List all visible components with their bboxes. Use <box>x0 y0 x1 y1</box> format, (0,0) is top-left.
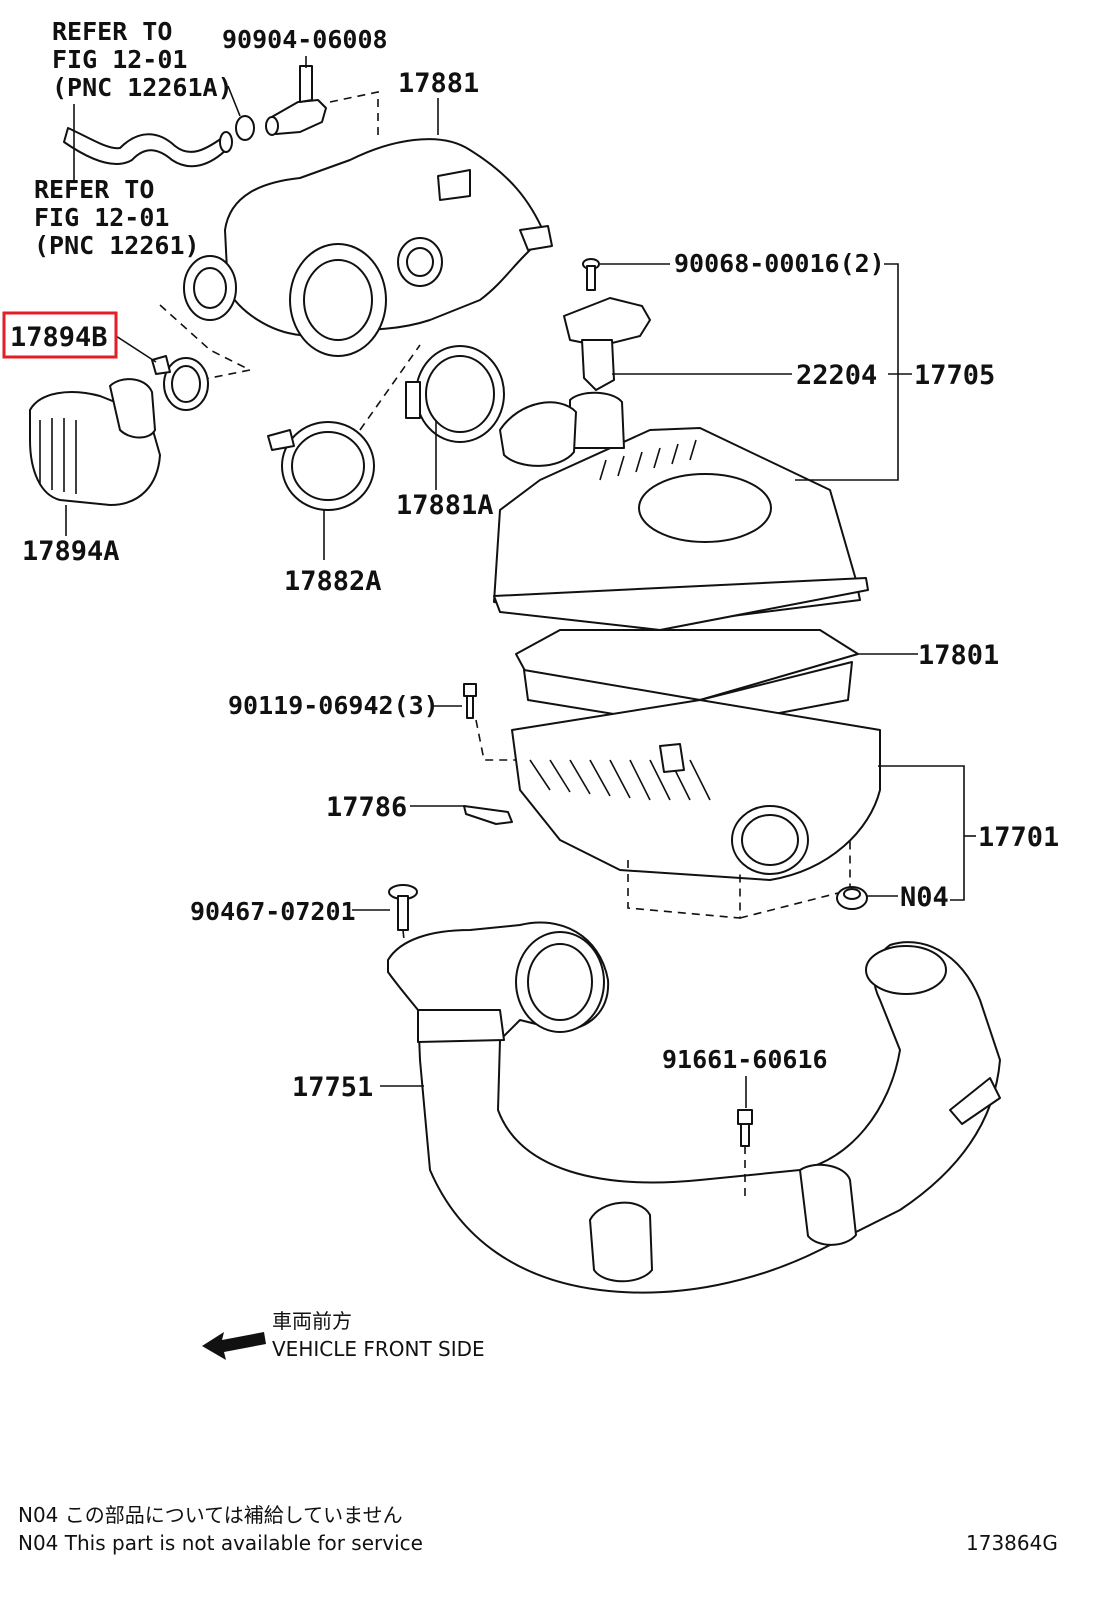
part-label-17751[interactable]: 17751 <box>292 1072 373 1103</box>
air-cleaner-cap-drawing <box>493 391 869 631</box>
intake-hose-17751-drawing <box>387 921 1001 1294</box>
clamp-17881A-drawing <box>405 345 505 443</box>
refer-note-top: REFER TO FIG 12-01 (PNC 12261A) <box>52 17 233 102</box>
refer-note-mid: REFER TO FIG 12-01 (PNC 12261) <box>34 175 200 260</box>
part-label-17881[interactable]: 17881 <box>398 68 479 99</box>
direction-label-jp: 車両前方 <box>272 1309 352 1333</box>
resonator-17894A-drawing <box>29 378 161 506</box>
clamp-17882A-drawing <box>267 421 375 511</box>
vehicle-front-arrow <box>202 1332 266 1360</box>
part-label-90119-06942[interactable]: 90119-06942(3) <box>228 691 439 720</box>
pcv-valve-drawing <box>265 65 327 136</box>
part-label-17894A[interactable]: 17894A <box>22 536 120 567</box>
breather-hose-drawing <box>63 127 233 168</box>
part-label-22204[interactable]: 22204 <box>796 360 877 391</box>
part-label-17701[interactable]: 17701 <box>978 822 1059 853</box>
intake-hose-17881-drawing <box>183 138 553 357</box>
part-label-17882A[interactable]: 17882A <box>284 566 382 597</box>
part-label-90068-00016[interactable]: 90068-00016(2) <box>674 249 885 278</box>
refer-mid-line-1: REFER TO <box>34 175 154 204</box>
bolt-91661-drawing <box>737 1109 753 1147</box>
air-flow-meter-22204-drawing <box>563 297 651 391</box>
refer-mid-line-2: FIG 12-01 <box>34 203 169 232</box>
part-label-N04[interactable]: N04 <box>900 882 949 913</box>
part-label-91661-60616[interactable]: 91661-60616 <box>662 1045 828 1074</box>
diagram-id: 173864G <box>966 1531 1058 1555</box>
part-label-90467-07201[interactable]: 90467-07201 <box>190 897 356 926</box>
screw-90467-drawing <box>388 884 418 931</box>
part-label-17801[interactable]: 17801 <box>918 640 999 671</box>
part-label-17881A[interactable]: 17881A <box>396 490 494 521</box>
air-cleaner-case-17701-drawing <box>511 699 881 881</box>
refer-mid-line-3: (PNC 12261) <box>34 231 200 260</box>
refer-top-line-3: (PNC 12261A) <box>52 73 233 102</box>
screw-90068-drawing <box>582 258 600 291</box>
part-label-17894B[interactable]: 17894B <box>10 322 108 353</box>
clamp-17894B-drawing <box>151 355 209 411</box>
part-label-90904-06008[interactable]: 90904-06008 <box>222 25 388 54</box>
grommet-N04-drawing <box>836 886 868 910</box>
hose-clip-drawing <box>227 85 255 141</box>
refer-top-line-1: REFER TO <box>52 17 172 46</box>
part-label-17786[interactable]: 17786 <box>326 792 407 823</box>
footnote-en: N04 This part is not available for servi… <box>18 1531 423 1555</box>
highlight-box-17894B <box>2 311 118 359</box>
clip-17786-drawing <box>463 805 513 825</box>
footnote-jp: N04 この部品については補給していません <box>18 1503 403 1527</box>
refer-top-line-2: FIG 12-01 <box>52 45 187 74</box>
bolt-90119-drawing <box>463 683 477 719</box>
direction-label-en: VEHICLE FRONT SIDE <box>272 1337 485 1361</box>
leader-lines <box>65 56 976 1108</box>
part-label-17705[interactable]: 17705 <box>914 360 995 391</box>
